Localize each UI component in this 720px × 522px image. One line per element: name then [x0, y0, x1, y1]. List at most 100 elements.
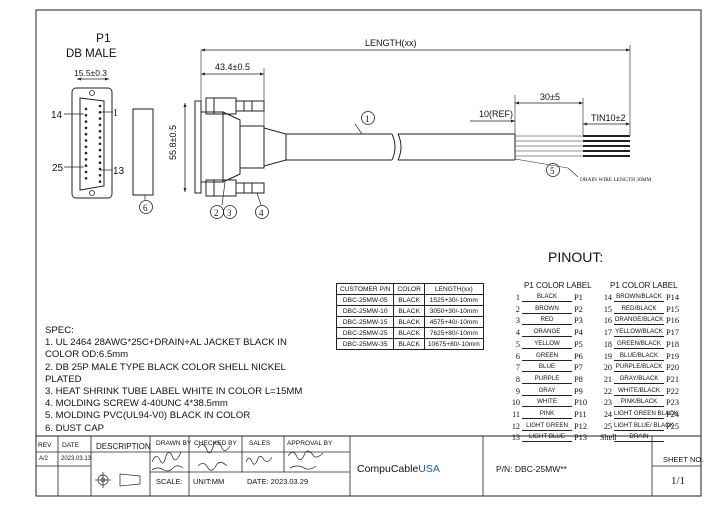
pin-number: 3 [515, 316, 520, 326]
pin-label-25: 25 [52, 163, 64, 174]
connector-height-dim: 55.8±0.5 [168, 125, 178, 160]
wire-color: PINK [522, 410, 572, 419]
pin-label: P12 [574, 421, 588, 431]
pin-number: 22 [603, 386, 612, 396]
pin-number: 5 [515, 339, 520, 349]
pin-number: 4 [515, 328, 520, 338]
cell-pn: DBC-25MW-10 [335, 305, 395, 317]
rev-value: A/2 [39, 456, 49, 462]
wire-color: BROWN [522, 305, 572, 314]
pin-label: P21 [666, 374, 680, 384]
wire-color: WHITE [522, 398, 572, 408]
company-suffix: USA [418, 463, 440, 475]
pin-number: 24 [603, 410, 612, 419]
wire-color: BLACK [522, 293, 572, 302]
connector-side-view [194, 97, 287, 197]
connector-pin [84, 158, 88, 161]
pin-number: 9 [515, 386, 520, 396]
dust-cap [132, 108, 154, 196]
wire-color: PURPLE [522, 375, 572, 384]
approval-label: APPROVAL BY [287, 440, 333, 447]
pin-label: P13 [574, 433, 588, 443]
connector-pin [84, 132, 88, 136]
company-logo: CompuCableUSA [357, 463, 440, 475]
cell-color: BLACK [393, 327, 425, 339]
cell-color: BLACK [393, 294, 425, 306]
pin-label: P18 [666, 339, 680, 349]
overmold-dim: 43.4±0.5 [215, 62, 250, 72]
cell-length: 7625+80/-10mm [423, 327, 484, 339]
table-header: CUSTOMER P/N [335, 283, 395, 295]
spec-line: 6. DUST CAP [45, 422, 105, 434]
pin-number: 21 [603, 374, 612, 384]
projection-symbol [95, 472, 141, 488]
wire-color: GRAY/BLACK [614, 375, 664, 384]
pin-label-1: 1 [113, 108, 118, 119]
connector-pin [98, 180, 102, 183]
description-label: DESCRIPTION [96, 442, 151, 451]
connector-pin [84, 164, 88, 167]
wire-color: GREEN/BLACK [614, 340, 664, 349]
strip-dim: 30±5 [540, 92, 560, 102]
pin-label: P15 [666, 304, 680, 314]
callout-1 [361, 111, 375, 125]
scale-label: SCALE: [156, 477, 183, 486]
ref-dim: 10(REF) [479, 109, 513, 119]
pin-number: 25 [603, 421, 612, 431]
wire-color: GRAY [522, 387, 572, 396]
connector-pin [98, 161, 102, 164]
wire-color: BLUE [522, 363, 572, 373]
callout-5 [546, 163, 560, 177]
pin-label: P20 [666, 363, 680, 373]
table-row: DBC-25MW-10 BLACK 3050+30/-10mm [335, 305, 484, 317]
tin-dim: TIN10±2 [591, 113, 625, 123]
connector-title: P1 [96, 31, 111, 45]
sheet-value: 1/1 [671, 475, 686, 487]
wire-color: LIGHT BLUE/ BLACK [614, 421, 674, 431]
table-header: COLOR [393, 283, 425, 295]
cell-pn: DBC-25MW-35 [335, 338, 395, 350]
pin-number: 10 [511, 398, 520, 408]
checked-by-label: CHECKED BY [194, 440, 237, 447]
spec-line: 5. MOLDING PVC(UL94-V0) BLACK IN COLOR [45, 410, 251, 422]
wire-color: BLUE/BLACK [614, 352, 664, 361]
pin-number: 2 [515, 304, 520, 314]
connector-pin [84, 126, 88, 130]
date-value: 2023.03.13 [61, 456, 92, 462]
wire-color: DRAIN [614, 433, 664, 443]
cable [286, 133, 516, 161]
pin-label: P16 [666, 316, 680, 326]
pin-label: P14 [666, 293, 680, 302]
spec-title: SPEC: [45, 325, 74, 336]
wire-color: BROWN/BLACK [614, 293, 664, 302]
wire-color: GREEN [522, 352, 572, 361]
wire-color: WHITE/BLACK [614, 387, 664, 396]
connector-pin [84, 151, 88, 155]
pin-label: P2 [574, 304, 583, 314]
pin-number: 16 [603, 316, 612, 326]
pin-label: P22 [666, 386, 680, 396]
pin-label: P9 [574, 386, 583, 396]
db25-connector-face [71, 87, 113, 199]
pin-number: 1 [515, 293, 520, 302]
wire-color: ORANGE [522, 328, 572, 338]
pin-label: P11 [574, 410, 587, 419]
pin-number: 8 [515, 374, 520, 384]
pin-label: P19 [666, 351, 680, 361]
connector-width-dim: 15.5±0.3 [74, 68, 107, 78]
pin-label: P8 [574, 374, 583, 384]
connector-pin [84, 139, 88, 142]
pinout-header-right: P1 COLOR LABEL [610, 281, 678, 290]
pinout-title: PINOUT: [548, 249, 604, 265]
drain-wire-note: DRAIN WIRE LENGTH 30MM [580, 177, 652, 183]
wire-color: LIGHT BLUE [522, 433, 572, 443]
wire-color: YELLOW/BLACK [614, 328, 664, 338]
customer-table: CUSTOMER P/N COLOR LENGTH(xx) DBC-25MW-0… [335, 283, 484, 350]
callout-6-label: 6 [143, 203, 148, 213]
pin-label: P10 [574, 398, 588, 408]
pin-label: P3 [574, 316, 583, 326]
cell-color: BLACK [393, 305, 425, 317]
table-row: DBC-25MW-35 BLACK 10675+80/-10mm [335, 338, 484, 350]
rev-label: REV [38, 442, 52, 449]
